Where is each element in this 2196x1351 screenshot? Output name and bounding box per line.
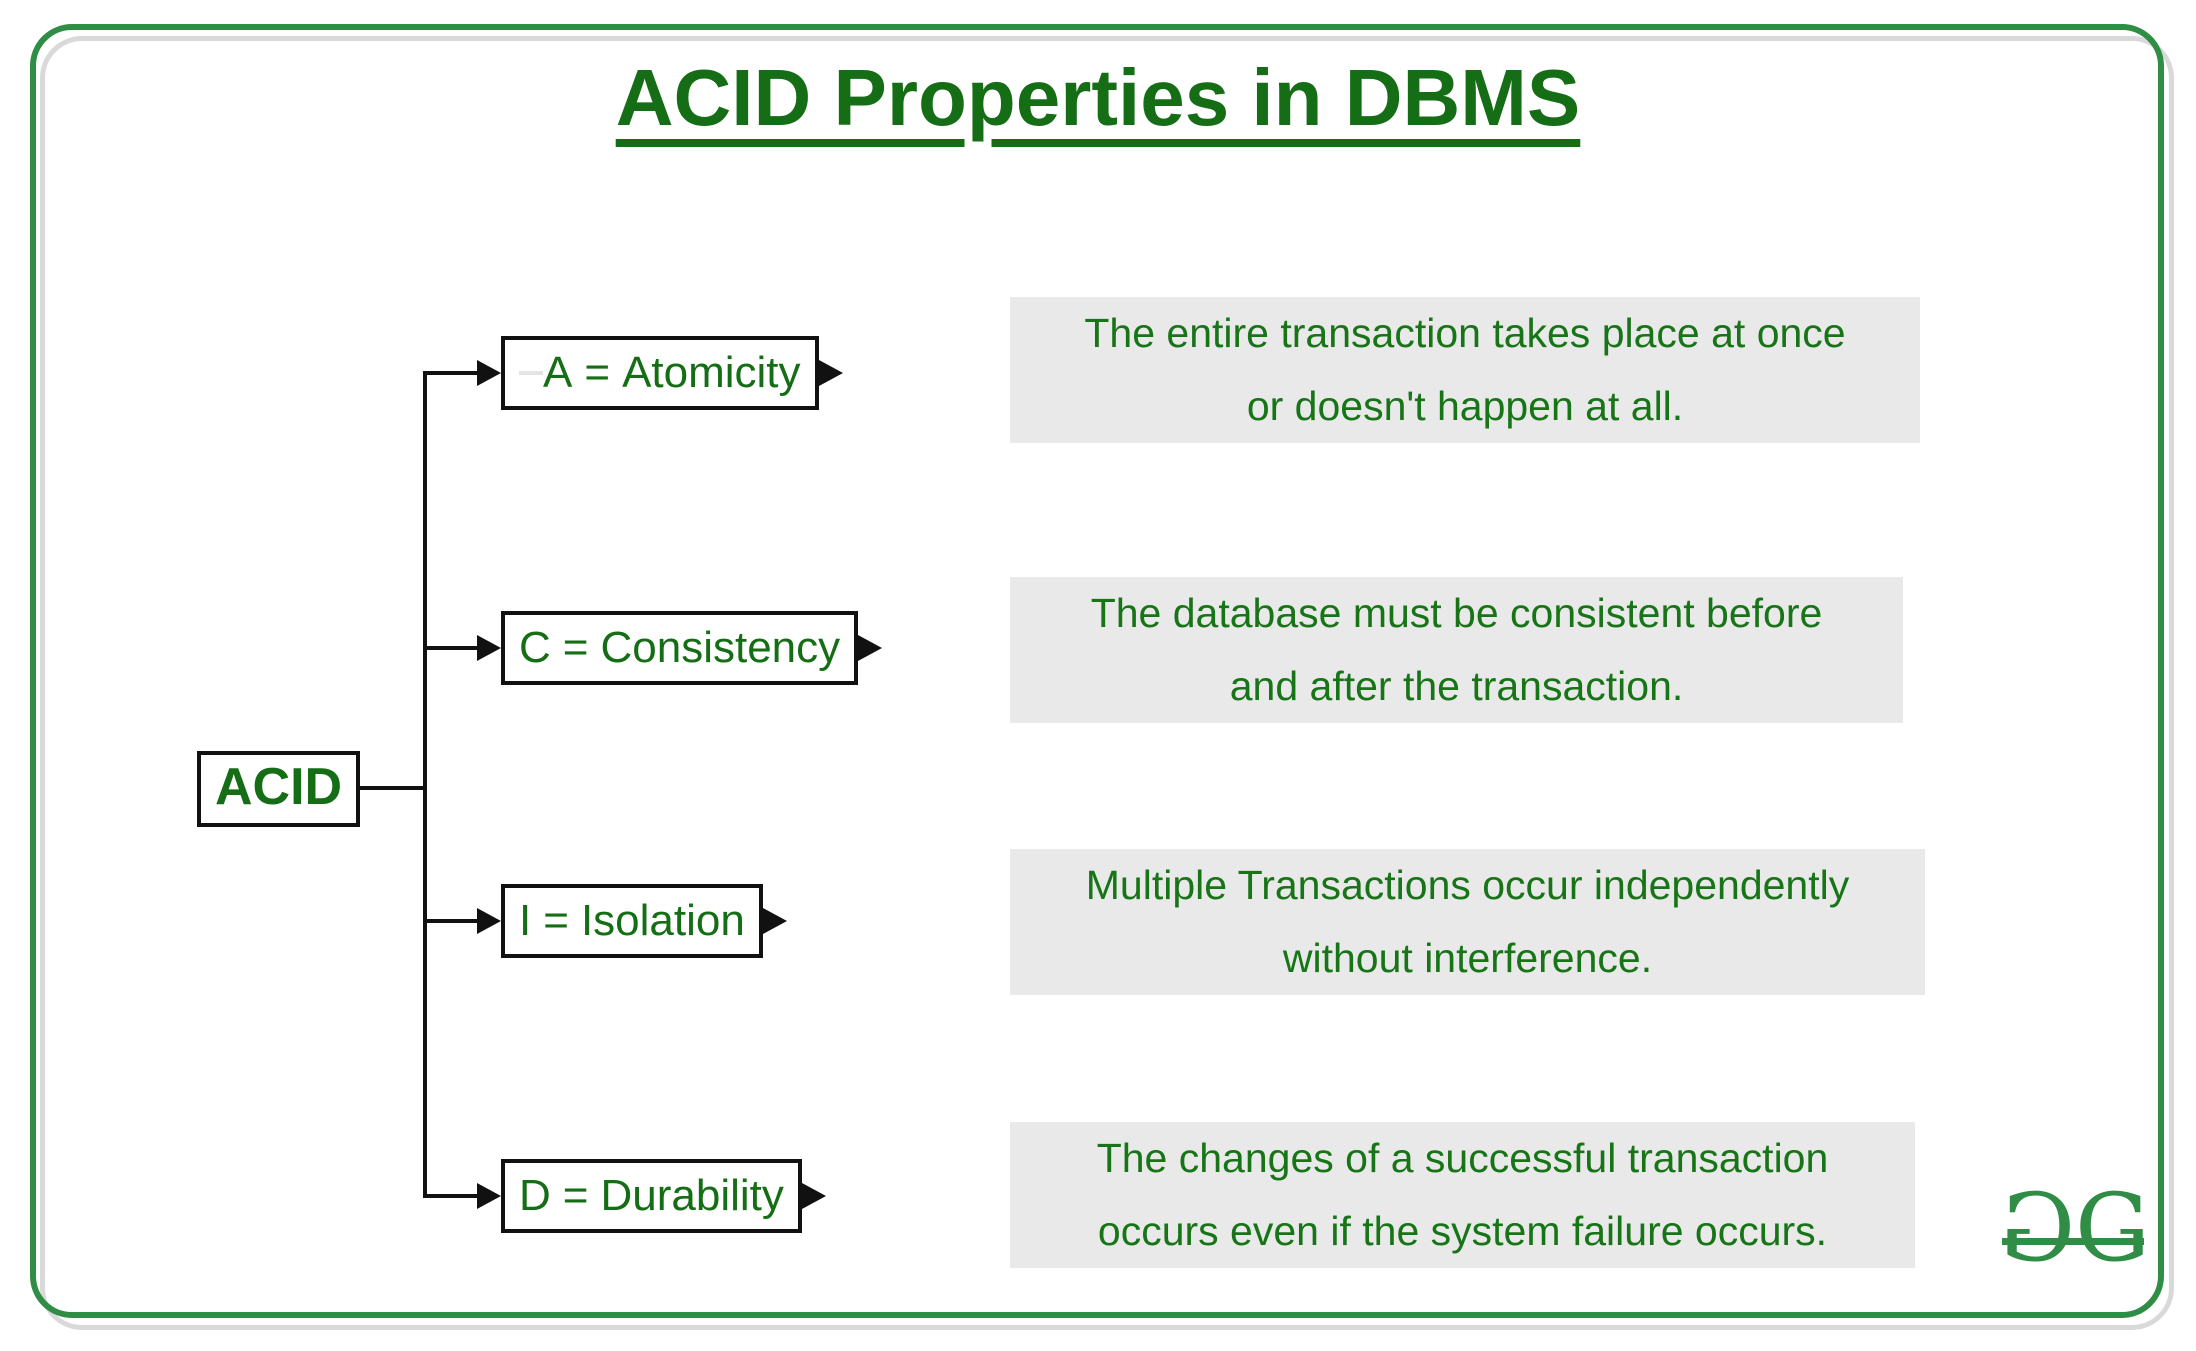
property-name: Durability	[600, 1171, 784, 1220]
frame-shadow	[40, 36, 2174, 1330]
root-node-acid: ACID	[197, 751, 361, 827]
branch-row-isolation: I = Isolation	[423, 879, 1010, 963]
property-letter: A	[543, 348, 573, 397]
description-line: The changes of a successful transaction	[1096, 1135, 1829, 1181]
description-durability: The changes of a successful transaction …	[1010, 1122, 1915, 1268]
arrow-right-icon	[477, 908, 501, 934]
arrow-right-icon	[477, 635, 501, 661]
description-line: The entire transaction takes place at on…	[1084, 310, 1846, 356]
property-name: Atomicity	[622, 348, 801, 397]
logo-crossbar	[2002, 1238, 2144, 1245]
branch-row-atomicity: A = Atomicity	[423, 331, 1010, 415]
logo-g-flipped: G	[2004, 1174, 2075, 1283]
root-label: ACID	[215, 758, 343, 816]
property-box-isolation: I = Isolation	[501, 884, 763, 958]
property-box-atomicity: A = Atomicity	[501, 336, 819, 410]
description-line: without interference.	[1282, 935, 1653, 981]
property-letter: D	[519, 1171, 551, 1220]
branch-line	[423, 919, 477, 923]
equals-sign: =	[562, 1171, 589, 1220]
description-line: occurs even if the system failure occurs…	[1097, 1208, 1828, 1254]
description-line: The database must be consistent before	[1090, 590, 1823, 636]
logo-g: G	[2075, 1174, 2150, 1283]
branch-row-consistency: C = Consistency	[423, 606, 1010, 690]
root-connector-line	[356, 786, 425, 790]
property-name: Isolation	[580, 896, 745, 945]
page-title: ACID Properties in DBMS	[615, 53, 1581, 142]
branch-row-durability: D = Durability	[423, 1154, 1010, 1238]
property-name: Consistency	[600, 623, 841, 672]
branch-line	[423, 371, 477, 375]
description-consistency: The database must be consistent before a…	[1010, 577, 1903, 723]
equals-sign: =	[584, 348, 611, 397]
description-line: or doesn't happen at all.	[1246, 383, 1684, 429]
equals-sign: =	[543, 896, 569, 945]
property-box-consistency: C = Consistency	[501, 611, 859, 685]
branch-line	[423, 646, 477, 650]
arrow-right-icon	[818, 360, 843, 386]
arrow-right-icon	[762, 908, 787, 934]
branch-line	[423, 1194, 477, 1198]
description-line: Multiple Transactions occur independentl…	[1085, 862, 1850, 908]
geeksforgeeks-logo-icon: GG	[2000, 1174, 2150, 1283]
arrow-right-icon	[477, 1183, 501, 1209]
description-line: and after the transaction.	[1229, 663, 1684, 709]
description-atomicity: The entire transaction takes place at on…	[1010, 297, 1920, 443]
property-letter: I	[519, 896, 532, 945]
property-letter: C	[519, 623, 551, 672]
arrow-right-icon	[858, 635, 883, 661]
page-border-frame	[30, 24, 2164, 1318]
trunk-line	[423, 371, 427, 1198]
arrow-right-icon	[801, 1183, 826, 1209]
description-isolation: Multiple Transactions occur independentl…	[1010, 849, 1925, 995]
property-box-durability: D = Durability	[501, 1159, 802, 1233]
arrow-right-icon	[477, 360, 501, 386]
property-letter	[519, 371, 543, 375]
equals-sign: =	[562, 623, 589, 672]
